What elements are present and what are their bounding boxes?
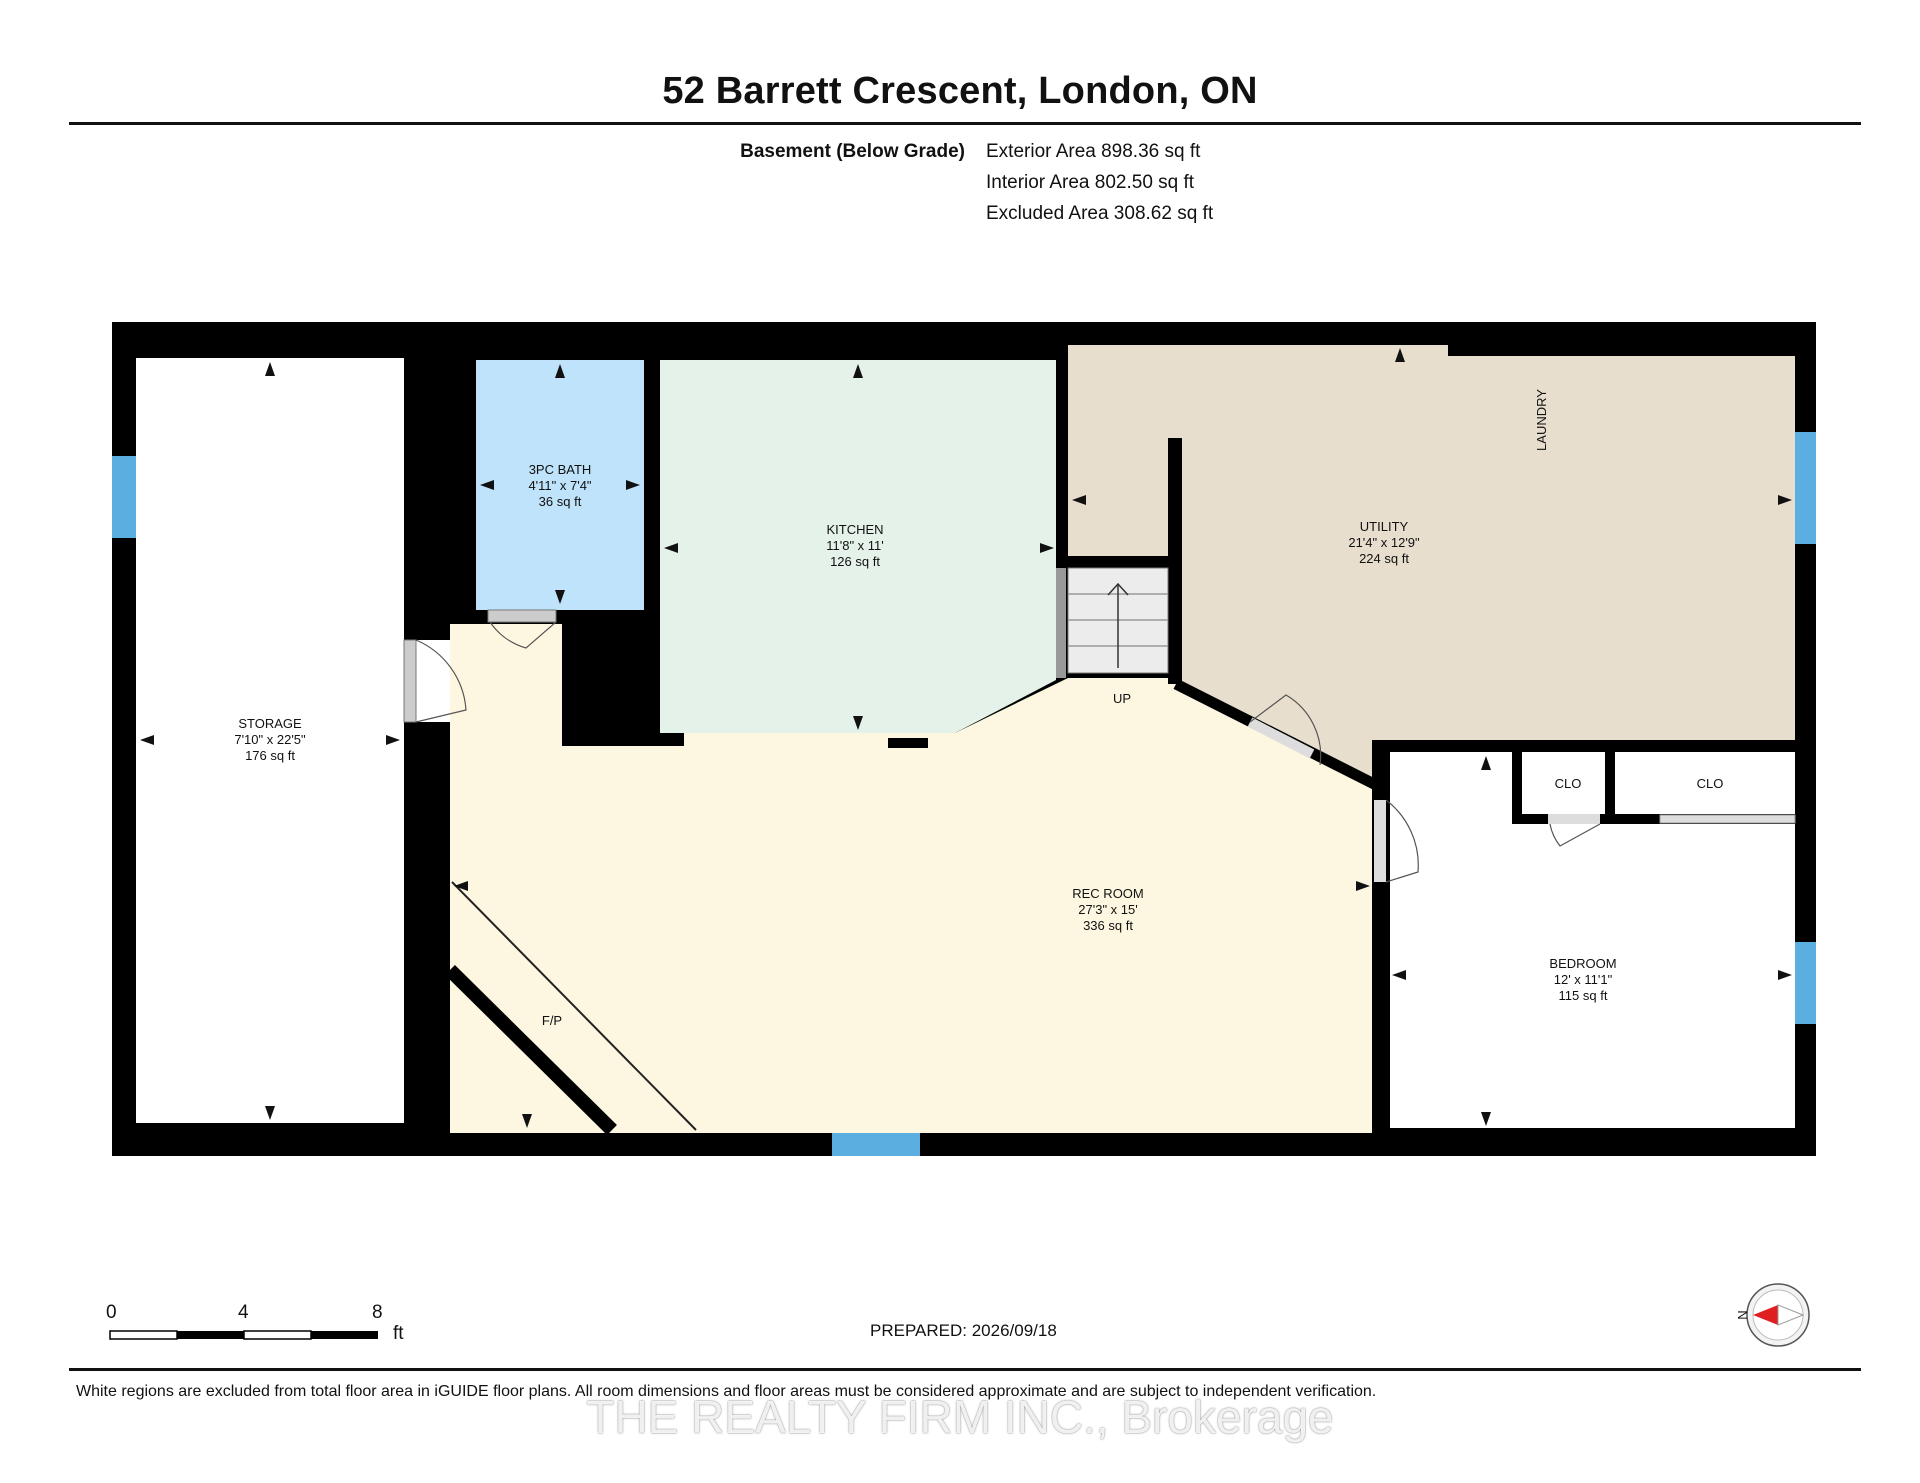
scale-label-0: 0	[106, 1302, 117, 1323]
utility-dims: 21'4" x 12'9"	[1348, 535, 1420, 550]
stair-side-wall	[1168, 438, 1180, 684]
excluded-area: Excluded Area 308.62 sq ft	[986, 203, 1214, 224]
rec-room	[450, 624, 1376, 1133]
door-closet-2	[1659, 814, 1796, 824]
storage-dims: 7'10" x 22'5"	[234, 732, 306, 747]
kitchen-area: 126 sq ft	[830, 554, 880, 569]
kitchen-utility-wall	[1056, 340, 1068, 562]
utility-room	[1068, 345, 1795, 782]
bedroom-name: BEDROOM	[1549, 956, 1616, 971]
compass-label: N	[1735, 1310, 1750, 1319]
scale-label-4: 4	[238, 1302, 249, 1323]
door-bedroom	[1374, 799, 1419, 883]
bedroom-dims: 12' x 11'1"	[1554, 972, 1613, 987]
door-storage	[403, 639, 467, 723]
stair-rail	[1056, 568, 1066, 678]
dimension-arrows	[140, 348, 1792, 1128]
bath-kitchen-wall	[562, 612, 660, 746]
rec-room-name: REC ROOM	[1072, 886, 1144, 901]
closet-1-label: CLO	[1555, 776, 1582, 791]
storage-wall	[404, 322, 450, 640]
closet-2	[1619, 752, 1795, 812]
fireplace-label: F/P	[542, 1013, 562, 1028]
window-utility	[1795, 432, 1816, 544]
bath-name: 3PC BATH	[529, 462, 592, 477]
rec-room-dims: 27'3" x 15'	[1078, 902, 1137, 917]
storage-area: 176 sq ft	[245, 748, 295, 763]
bath-dims: 4'11" x 7'4"	[528, 478, 591, 493]
storage-wall-lower	[404, 722, 450, 1134]
utility-area: 224 sq ft	[1359, 551, 1409, 566]
prepared-date: PREPARED: 2026/09/18	[870, 1321, 1057, 1340]
rec-room-area: 336 sq ft	[1083, 918, 1133, 933]
closet-wall-1	[1512, 752, 1522, 824]
kitchen-counter	[888, 738, 928, 748]
kitchen-room	[660, 360, 1056, 733]
stairs-label: UP	[1113, 691, 1131, 706]
bedroom-area: 115 sq ft	[1559, 988, 1608, 1003]
scale-unit: ft	[393, 1323, 404, 1344]
utility-name: UTILITY	[1360, 519, 1409, 534]
door-closet-1	[1548, 814, 1601, 847]
bath-area: 36 sq ft	[539, 494, 582, 509]
compass-icon	[1746, 1283, 1810, 1347]
page-title: 52 Barrett Crescent, London, ON	[662, 70, 1258, 112]
kitchen-dims: 11'8" x 11'	[826, 538, 884, 553]
fireplace-hearth	[445, 965, 617, 1135]
disclaimer: White regions are excluded from total fl…	[76, 1383, 1377, 1400]
window-storage	[112, 456, 136, 538]
kitchen-name: KITCHEN	[826, 522, 883, 537]
interior-area: Interior Area 802.50 sq ft	[986, 172, 1195, 193]
bedroom-north-wall	[1372, 740, 1795, 752]
door-utility	[1247, 694, 1322, 766]
scale-bar	[109, 1330, 378, 1340]
bedroom-room	[1390, 752, 1795, 1128]
exterior-area: Exterior Area 898.36 sq ft	[986, 141, 1201, 162]
bedroom-west-wall	[1372, 740, 1386, 1134]
window-rec-room	[832, 1133, 920, 1156]
bath-room	[476, 360, 644, 610]
stair-top-wall	[1056, 556, 1176, 568]
storage-name: STORAGE	[238, 716, 302, 731]
storage-room	[136, 358, 404, 1123]
closet-1	[1526, 752, 1601, 812]
closet-2-label: CLO	[1697, 776, 1724, 791]
bath-kitchen-partition	[644, 350, 660, 740]
closet-front-wall	[1512, 814, 1795, 824]
fireplace-line	[451, 881, 697, 1131]
closet-wall-2	[1605, 752, 1615, 820]
level-label: Basement (Below Grade)	[740, 141, 965, 162]
brokerage-watermark: THE REALTY FIRM INC., Brokerage	[586, 1391, 1334, 1443]
window-bedroom	[1795, 942, 1816, 1024]
area-summary: Exterior Area 898.36 sq ft Interior Area…	[986, 136, 1213, 229]
door-bath	[487, 609, 557, 649]
laundry-label: LAUNDRY	[1534, 389, 1549, 451]
footer-divider	[69, 1368, 1861, 1371]
scale-label-8: 8	[372, 1302, 383, 1323]
header-divider	[69, 122, 1861, 125]
